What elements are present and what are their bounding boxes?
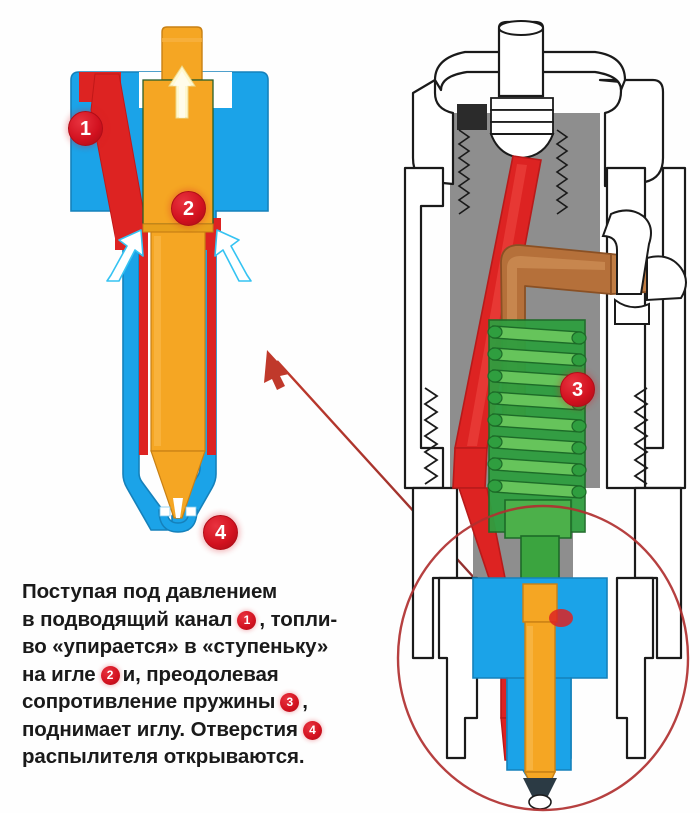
- side-fitting-detail: [601, 209, 687, 325]
- schematic-nozzle-tip: [158, 498, 198, 533]
- lock-washer: [457, 104, 487, 130]
- marker-badge-4: 4: [203, 515, 238, 550]
- caption-text: на игле: [22, 662, 96, 686]
- marker-2-label: 2: [182, 197, 195, 220]
- inline-marker-1: 1: [237, 610, 257, 630]
- caption-text: ,: [302, 690, 308, 713]
- caption-text: распылителя открываются.: [22, 745, 305, 768]
- thread-detail: [457, 129, 569, 215]
- highlight-ellipse: [396, 504, 690, 812]
- caption-text: в подводящий канал: [22, 607, 233, 631]
- caption-text: Поступая под давлением: [22, 580, 278, 603]
- caption-line: распылителя открываются.: [22, 743, 362, 771]
- fuel-pressure-arrows: [106, 229, 252, 282]
- schematic-fuel-channel: [79, 72, 221, 455]
- inline-marker-3: 3: [280, 693, 300, 713]
- cutaway-housing: [403, 50, 687, 760]
- caption-block: Поступая под давлением в подводящий кана…: [22, 578, 362, 771]
- inline-marker-4: 4: [302, 720, 322, 740]
- caption-text: и, преодолевая: [122, 662, 279, 686]
- inline-marker-2: 2: [100, 665, 120, 685]
- right-cutaway-diagram: [395, 18, 700, 812]
- caption-line: в подводящий канал 1 , топли-: [22, 606, 362, 634]
- marker-4-label: 4: [214, 521, 227, 544]
- adjusting-screw: [489, 20, 555, 160]
- caption-line: Поступая под давлением: [22, 578, 362, 606]
- needle-lift-arrow: [168, 65, 196, 119]
- lower-thread-detail: [423, 387, 649, 485]
- caption-line: на игле 2 и, преодолевая: [22, 661, 362, 689]
- caption-line: во «упирается» в «ступеньку»: [22, 633, 362, 661]
- caption-line: поднимает иглу. Отверстия 4: [22, 716, 362, 744]
- marker-badge-2: 2: [171, 191, 206, 226]
- caption-text: поднимает иглу. Отверстия: [22, 717, 298, 741]
- marker-3-label: 3: [571, 378, 584, 401]
- caption-line: сопротивление пружины 3 ,: [22, 688, 362, 716]
- cutaway-needle: [522, 583, 573, 799]
- left-schematic-diagram: [55, 18, 345, 563]
- fuel-inlet-channel: [452, 155, 542, 489]
- caption-text: сопротивление пружины: [22, 690, 276, 713]
- nozzle-tip-cap: [528, 794, 552, 810]
- caption-text: во «упирается» в «ступеньку»: [22, 635, 329, 658]
- marker-1-label: 1: [79, 117, 92, 140]
- caption-text: , топли-: [259, 607, 338, 631]
- marker-badge-1: 1: [68, 111, 103, 146]
- marker-badge-3: 3: [560, 372, 595, 407]
- nozzle-tip-seat: [523, 778, 557, 805]
